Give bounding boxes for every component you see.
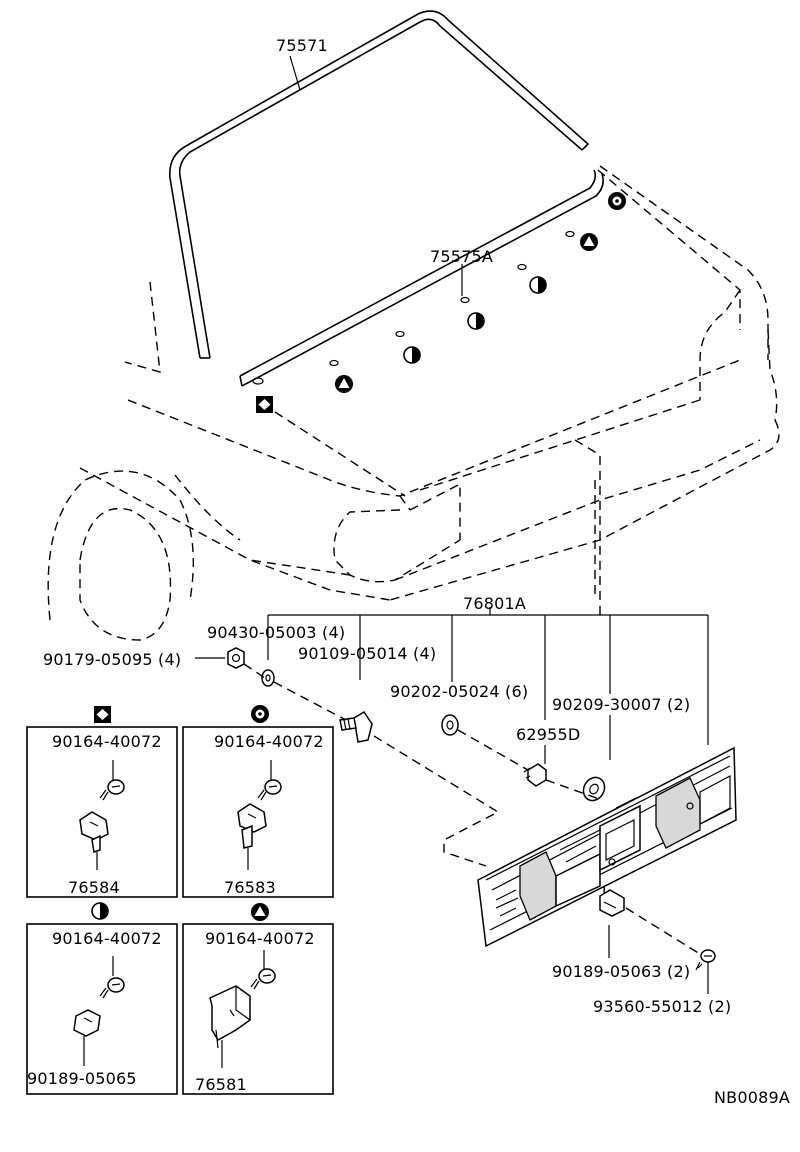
circle-triangle-symbol — [335, 375, 353, 393]
label-90202: 90202-05024 (6) — [390, 682, 528, 701]
nut-90179-part — [227, 647, 245, 669]
leader-square — [274, 411, 406, 497]
clip-90189-05063-part — [599, 889, 625, 917]
garnish-callout-tree — [195, 607, 709, 994]
label-62955d: 62955D — [516, 725, 580, 744]
detail4-screw-label: 90164-40072 — [205, 929, 315, 948]
square-diamond-symbol — [256, 396, 273, 413]
detail2-screw-label: 90164-40072 — [214, 732, 324, 751]
car-body-outline — [47, 165, 780, 641]
grommet-90202-part — [441, 714, 459, 736]
half-circle-symbol — [467, 312, 485, 330]
detail1-screw-label: 90164-40072 — [52, 732, 162, 751]
label-90189-05063: 90189-05063 (2) — [552, 962, 690, 981]
label-75571: 75571 — [276, 36, 328, 55]
detail-box-76584 — [26, 706, 178, 898]
detail-box-90189-05065 — [26, 902, 178, 1095]
label-90109: 90109-05014 (4) — [298, 644, 436, 663]
label-90179: 90179-05095 (4) — [43, 650, 181, 669]
circle-triangle-symbol — [580, 233, 598, 251]
garnish-panel-76801a — [477, 746, 737, 948]
screw-93560-part — [695, 949, 716, 971]
window-molding-75571 — [169, 10, 590, 359]
half-circle-symbol — [403, 346, 421, 364]
circle-dot-symbol — [608, 192, 626, 210]
label-93560: 93560-55012 (2) — [593, 997, 731, 1016]
washer-90430-part — [261, 669, 275, 687]
detail1-part-label: 76584 — [68, 878, 120, 897]
detail-box-76583 — [182, 705, 334, 898]
detail4-part-label: 76581 — [195, 1075, 247, 1094]
label-76801a: 76801A — [463, 594, 526, 613]
detail3-screw-label: 90164-40072 — [52, 929, 162, 948]
label-75575a: 75575A — [430, 247, 493, 266]
washer-90209-part — [582, 776, 606, 802]
label-90430: 90430-05003 (4) — [207, 623, 345, 642]
detail2-part-label: 76583 — [224, 878, 276, 897]
clip-62955d-part — [523, 763, 547, 787]
window-molding-75575a — [239, 169, 604, 387]
detail-box-76581 — [182, 903, 334, 1095]
label-90209: 90209-30007 (2) — [552, 695, 690, 714]
figure-code: NB0089A — [714, 1088, 790, 1107]
screw-90109-part — [339, 710, 373, 743]
detail3-part-label: 90189-05065 — [27, 1069, 137, 1088]
half-circle-symbol — [529, 276, 547, 294]
